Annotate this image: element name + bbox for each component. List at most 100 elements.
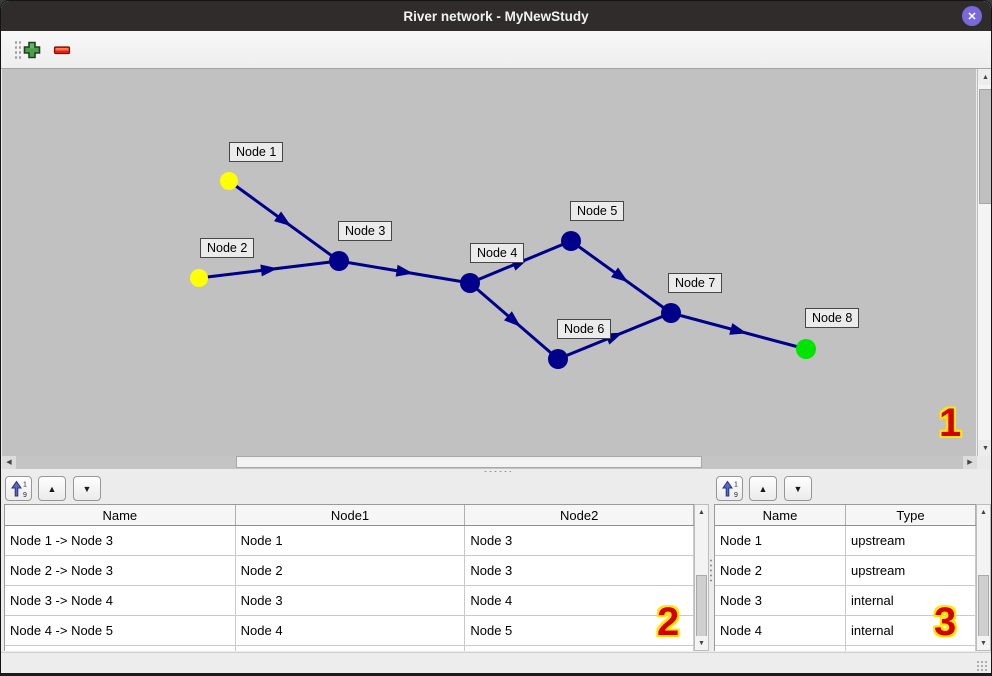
network-canvas[interactable]: Node 1 Node 2 Node 3 Node 4 Node 5 Node 6 Node…: [2, 69, 976, 456]
sort-button[interactable]: 1 9: [5, 476, 32, 501]
node[interactable]: [190, 269, 208, 287]
column-header[interactable]: Type: [846, 505, 976, 525]
svg-text:1: 1: [23, 482, 27, 489]
vertical-scroll-thumb[interactable]: [979, 89, 991, 204]
svg-text:9: 9: [734, 492, 738, 498]
triangle-up-icon: ▲: [982, 73, 989, 81]
sort-button[interactable]: 1 9: [716, 476, 743, 501]
move-up-button[interactable]: ▲: [38, 476, 66, 501]
triangle-down-icon: ▼: [698, 639, 705, 647]
node-label[interactable]: Node 6: [557, 319, 612, 339]
scroll-up-button[interactable]: ▲: [977, 505, 990, 519]
scroll-thumb[interactable]: [696, 575, 707, 638]
table-cell: [5, 646, 236, 651]
node-label[interactable]: Node 8: [805, 308, 860, 328]
node[interactable]: [329, 251, 349, 271]
scroll-right-button[interactable]: ▶: [963, 456, 977, 469]
edge-arrow-icon: [611, 267, 629, 283]
table-cell: Node 2 -> Node 3: [5, 556, 236, 585]
node[interactable]: [796, 339, 816, 359]
splitter-handle-icon: [483, 470, 511, 473]
sort-ascending-icon: 1 9: [721, 480, 738, 498]
table-cell: upstream: [846, 526, 976, 555]
node-label[interactable]: Node 1: [229, 142, 284, 162]
plus-icon: [23, 41, 41, 59]
scroll-down-button[interactable]: ▼: [978, 440, 991, 456]
table-cell: [236, 646, 466, 651]
table-cell: [846, 646, 976, 651]
triangle-left-icon: ◀: [6, 459, 12, 466]
triangle-down-icon: ▼: [980, 639, 987, 647]
node-label[interactable]: Node 5: [570, 201, 625, 221]
table-cell: Node 4: [465, 586, 694, 615]
table-cell: Node 4: [236, 616, 466, 645]
triangle-right-icon: ▶: [967, 459, 973, 466]
toolbar-drag-handle[interactable]: [14, 40, 23, 61]
title-bar[interactable]: River network - MyNewStudy ✕: [1, 1, 991, 31]
table-cell: Node 4 -> Node 5: [5, 616, 236, 645]
table-row[interactable]: [5, 646, 694, 651]
node[interactable]: [460, 273, 480, 293]
column-header[interactable]: Name: [715, 505, 846, 525]
sort-ascending-icon: 1 9: [10, 480, 27, 498]
move-up-button[interactable]: ▲: [749, 476, 777, 501]
node-label[interactable]: Node 2: [200, 238, 255, 258]
node[interactable]: [220, 172, 238, 190]
scroll-up-button[interactable]: ▲: [978, 69, 991, 85]
scroll-left-button[interactable]: ◀: [2, 456, 16, 469]
scroll-down-button[interactable]: ▼: [695, 636, 708, 650]
move-down-button[interactable]: ▼: [784, 476, 812, 501]
table-cell: Node 3 -> Node 4: [5, 586, 236, 615]
nodes-table-scrollbar[interactable]: ▲ ▼: [976, 504, 991, 651]
node[interactable]: [548, 349, 568, 369]
canvas-vertical-scrollbar[interactable]: ▲ ▼: [977, 69, 991, 456]
node-label[interactable]: Node 4: [470, 243, 525, 263]
node-label[interactable]: Node 3: [338, 221, 393, 241]
node[interactable]: [561, 231, 581, 251]
resize-grip-icon[interactable]: [976, 660, 988, 672]
main-toolbar: [1, 31, 991, 69]
close-button[interactable]: ✕: [962, 6, 982, 26]
vertical-splitter[interactable]: [709, 474, 713, 652]
column-header[interactable]: Node1: [236, 505, 466, 525]
table-cell: Node 3: [715, 586, 846, 615]
table-cell: Node 3: [236, 586, 466, 615]
scroll-thumb[interactable]: [978, 575, 989, 638]
column-header[interactable]: Node2: [465, 505, 694, 525]
node-label[interactable]: Node 7: [668, 273, 723, 293]
node[interactable]: [661, 303, 681, 323]
annotation-number: 3: [934, 600, 957, 644]
scroll-up-button[interactable]: ▲: [695, 505, 708, 519]
splitter-handle-icon: [709, 558, 713, 584]
links-table-scrollbar[interactable]: ▲ ▼: [694, 504, 709, 651]
canvas-horizontal-scrollbar[interactable]: ◀ ▶: [2, 456, 977, 469]
column-header[interactable]: Name: [5, 505, 236, 525]
table-cell: Node 1: [715, 526, 846, 555]
move-down-button[interactable]: ▼: [73, 476, 101, 501]
svg-text:9: 9: [23, 492, 27, 498]
edge-arrow-icon: [504, 311, 521, 327]
table-cell: [715, 646, 846, 651]
triangle-up-icon: ▲: [47, 483, 57, 494]
add-node-button[interactable]: [21, 39, 43, 61]
scroll-down-button[interactable]: ▼: [977, 636, 990, 650]
table-cell: upstream: [846, 556, 976, 585]
horizontal-scroll-thumb[interactable]: [236, 456, 702, 468]
window-title: River network - MyNewStudy: [403, 8, 589, 24]
table-row[interactable]: [715, 646, 976, 651]
remove-node-button[interactable]: [51, 39, 73, 61]
table-cell: Node 1: [236, 526, 466, 555]
horizontal-splitter[interactable]: [1, 469, 991, 474]
table-cell: internal: [846, 586, 976, 615]
